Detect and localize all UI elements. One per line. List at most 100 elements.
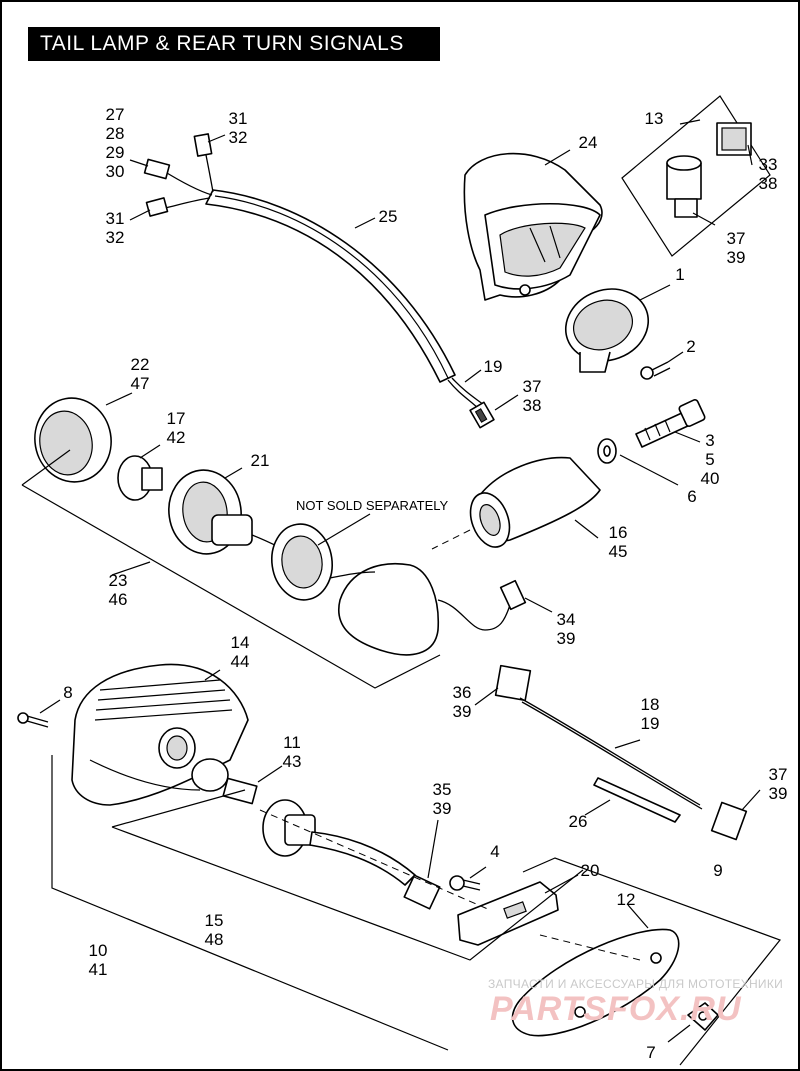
callout-number: 45 [609,542,628,561]
callout-number: 19 [484,357,503,376]
callout-number: 42 [167,428,186,447]
callout-number: 37 [769,765,788,784]
callout-c35: 7 [646,1043,655,1062]
turn-signal-lens [329,563,527,656]
turn-signal-housing-16 [469,456,601,548]
callout-c15: 21 [251,451,270,470]
tail-lamp-base-24 [463,152,603,301]
watermark-logo: PARTSFOX.RU [490,990,742,1028]
callout-number: 46 [109,590,128,609]
bulb-17 [117,455,163,501]
callout-number: 15 [205,911,224,930]
callout-c28: 26 [569,812,588,831]
callout-number: 10 [89,941,108,960]
callout-number: 48 [205,930,224,949]
callout-number: 24 [579,133,598,152]
harness-18 [494,664,748,841]
socket-harness-35 [262,799,441,910]
callout-c30: 20 [581,861,600,880]
washer-6 [597,438,617,464]
callout-number: 14 [231,633,250,652]
callout-number: 23 [109,571,128,590]
callout-number: 8 [63,683,72,702]
callout-c8: 25 [379,207,398,226]
bulb-11 [191,758,258,805]
connector-37-upper [469,401,495,429]
callout-number: 3 [705,431,714,450]
callout-number: 37 [727,229,746,248]
callout-number: 13 [645,109,664,128]
socket-21 [168,469,286,555]
screw-8 [17,712,49,728]
callout-number: 40 [701,469,720,488]
callout-number: 38 [523,396,542,415]
callout-number: 28 [106,124,125,143]
callout-c4: 24 [579,133,598,152]
callout-number: 18 [641,695,660,714]
callout-number: 6 [687,487,696,506]
callout-number: 39 [727,248,746,267]
callout-c32: 12 [617,890,636,909]
callout-number: 30 [106,162,125,181]
callout-number: 12 [617,890,636,909]
base-plate-12 [511,928,680,1037]
lamp-assembly-1 [564,288,650,373]
callout-c29: 4 [490,842,499,861]
callout-number: 37 [523,377,542,396]
not-sold-separately-note: NOT SOLD SEPARATELY [296,498,449,513]
callout-number: 26 [569,812,588,831]
screw-4 [449,875,481,891]
callout-c22: 8 [63,683,72,702]
callout-number: 35 [433,780,452,799]
watermark-tagline: ЗАПЧАСТИ И АКСЕССУАРЫ ДЛЯ МОТОТЕХНИКИ [488,977,783,991]
callout-c11: 19 [484,357,503,376]
strip-26 [593,777,681,823]
callout-c10: 2 [686,337,695,356]
callout-number: 39 [769,784,788,803]
callout-number: 21 [251,451,270,470]
connector-31-bottom [145,197,169,217]
screw-2 [640,361,671,380]
bracket-20 [457,881,559,946]
callout-number: 5 [705,450,714,469]
connector-31-top [193,133,213,157]
callout-number: 41 [89,960,108,979]
callout-number: 1 [675,265,684,284]
callout-number: 2 [686,337,695,356]
callout-number: 39 [453,702,472,721]
callout-number: 44 [231,652,250,671]
callout-number: 38 [759,174,778,193]
callout-number: 19 [641,714,660,733]
callout-number: 27 [106,105,125,124]
callout-c5: 13 [645,109,664,128]
callout-number: 31 [229,109,248,128]
bolt-3 [635,398,706,448]
callout-number: 31 [106,209,125,228]
callout-number: 29 [106,143,125,162]
lens-ring-22 [34,397,112,483]
callout-number: 47 [131,374,150,393]
callout-number: 17 [167,409,186,428]
callout-c31: 9 [713,861,722,880]
callout-number: 11 [283,733,301,752]
callout-number: 25 [379,207,398,226]
